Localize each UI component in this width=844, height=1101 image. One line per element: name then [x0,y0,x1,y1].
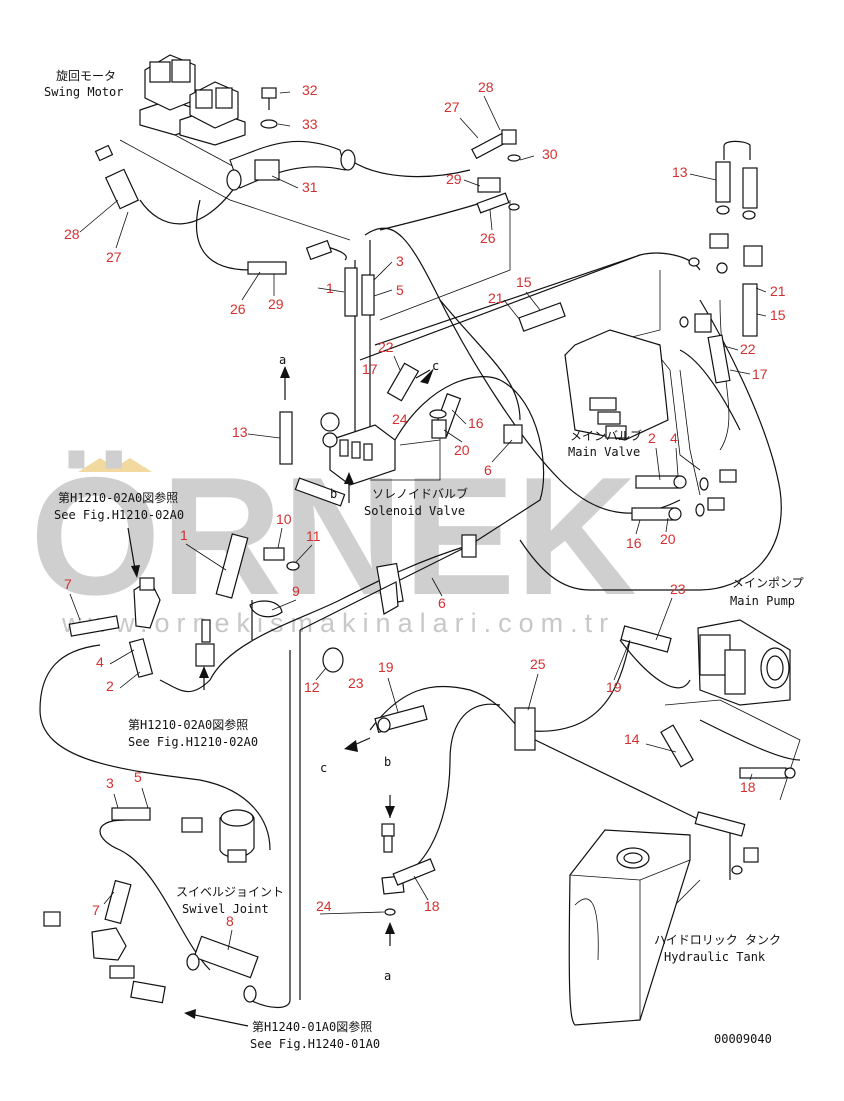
drawing-number: 00009040 [714,1032,772,1046]
part-number: 7 [92,902,100,918]
part-number: 8 [226,913,234,929]
lower-center [374,705,759,916]
swivel-joint-label-jp: スイベルジョイント [176,885,284,899]
part-number: 2 [106,678,114,694]
hydraulic-tank-label-jp: ハイドロリック タンク [654,933,781,947]
part-number: 25 [530,656,546,672]
main-valve-label-en: Main Valve [568,445,640,459]
part-number: 28 [478,79,494,95]
part-number: 19 [606,679,622,695]
part-number: 21 [770,283,786,299]
part-number: 3 [396,253,404,269]
top-fittings [94,87,521,275]
part-number: 24 [392,411,408,427]
main-pump-label-en: Main Pump [730,594,795,608]
component-labels: 旋回モータ Swing Motor メインバルブ Main Valve ソレノイ… [44,69,804,1051]
swing-motor [139,54,246,146]
part-number: 17 [362,361,378,377]
part-number: 22 [740,341,756,357]
part-number: 3 [106,775,114,791]
part-number: 5 [134,769,142,785]
part-number: 16 [626,535,642,551]
part-number: 4 [670,430,678,446]
part-number: 12 [304,679,320,695]
right-fittings [679,140,763,384]
main-pump [620,619,796,779]
part-number: 9 [292,583,300,599]
part-number: 6 [484,462,492,478]
part-number: 23 [670,581,686,597]
part-number: 19 [378,659,394,675]
connector-c-top: c [432,359,439,373]
part-number: 1 [180,527,188,543]
part-number: 22 [378,339,394,355]
solenoid-valve-label-jp: ソレノイドバルブ [372,486,468,501]
part-number: 24 [316,898,332,914]
hydraulic-tank-label-en: Hydraulic Tank [664,950,766,964]
part-number: 32 [302,82,318,98]
solenoid-valve [279,267,523,606]
part-number: 27 [444,99,460,115]
part-number: 17 [752,366,768,382]
main-valve [518,302,737,521]
swivel-joint [43,807,259,1004]
part-number: 7 [64,576,72,592]
main-pump-label-jp: メインポンプ [732,576,804,590]
part-number: 16 [468,415,484,431]
reference-3-en: See Fig.H1240-01A0 [250,1037,380,1051]
part-number: 15 [770,307,786,323]
hose-lines [39,134,801,1009]
left-fittings [68,533,399,678]
swing-motor-label-jp: 旋回モータ [56,69,116,83]
part-number: 30 [542,146,558,162]
part-number: 10 [276,511,292,527]
part-number: 15 [516,274,532,290]
part-number: 18 [740,779,756,795]
connector-c-mid: c [320,761,327,775]
swing-motor-label-en: Swing Motor [44,85,123,99]
connector-a-top: a [279,353,286,367]
part-number: 20 [454,442,470,458]
reference-1-en: See Fig.H1210-02A0 [54,508,184,522]
part-numbers: 32 33 31 28 27 30 29 26 28 27 26 29 1 3 … [64,79,786,929]
part-number: 23 [348,675,364,691]
part-number: 27 [106,249,122,265]
part-number: 29 [268,296,284,312]
flow-arrows [127,366,434,1027]
reference-2-en: See Fig.H1210-02A0 [128,735,258,749]
main-valve-label-jp: メインバルブ [570,428,642,443]
reference-3-jp: 第H1240-01A0図参照 [252,1019,372,1034]
part-number: 26 [230,301,246,317]
watermark-brand: ÖRNEK [30,442,637,630]
part-number: 20 [660,531,676,547]
part-number: 31 [302,179,318,195]
reference-1-jp: 第H1210-02A0図参照 [58,490,178,505]
swivel-joint-label-en: Swivel Joint [182,902,269,916]
hydraulic-tank [568,829,691,1026]
connector-b-mid: b [384,755,391,769]
reference-2-jp: 第H1210-02A0図参照 [128,717,248,732]
part-number: 28 [64,226,80,242]
number-leaders [69,91,767,951]
part-number: 33 [302,116,318,132]
part-number: 13 [232,424,248,440]
connector-b-top: b [330,487,337,501]
part-number: 29 [446,171,462,187]
part-number: 5 [396,282,404,298]
solenoid-valve-label-en: Solenoid Valve [364,504,465,518]
part-number: 26 [480,230,496,246]
part-number: 21 [488,290,504,306]
part-number: 4 [96,654,104,670]
connector-letters: a a b b c c [279,353,439,983]
part-number: 6 [438,595,446,611]
part-number: 1 [326,280,334,296]
part-number: 18 [424,898,440,914]
part-number: 14 [624,731,640,747]
part-number: 13 [672,164,688,180]
part-number: 2 [648,430,656,446]
part-number: 11 [306,528,321,544]
connector-a-bottom: a [384,969,391,983]
